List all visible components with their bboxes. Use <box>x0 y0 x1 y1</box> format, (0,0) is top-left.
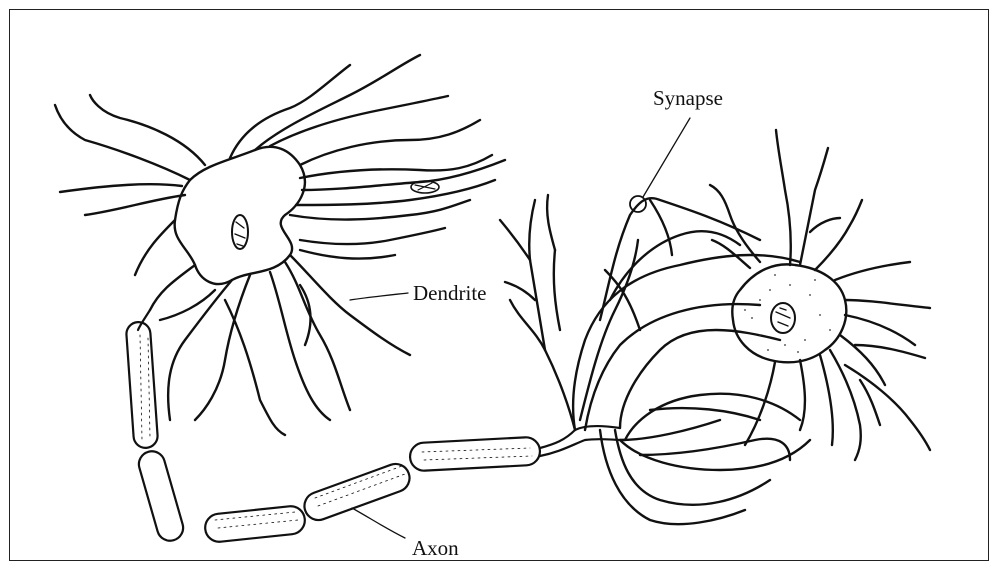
axon-terminals <box>500 195 810 524</box>
myelin-segment <box>301 460 414 524</box>
left-neuron <box>55 55 505 435</box>
axon <box>126 310 625 544</box>
dendrite-label: Dendrite <box>413 281 486 306</box>
right-nucleus <box>771 303 795 333</box>
left-nucleus <box>232 215 248 249</box>
synapse-leader <box>643 118 690 197</box>
dendrite-leader <box>350 293 408 300</box>
synapse-label: Synapse <box>653 86 723 111</box>
right-cell-body <box>732 264 846 362</box>
axon-leader <box>352 508 405 538</box>
right-neuron <box>710 130 930 460</box>
cell-stipple <box>744 274 831 353</box>
myelin-segment <box>136 448 186 544</box>
axon-label: Axon <box>412 536 459 561</box>
myelin-segment <box>126 321 159 448</box>
myelin-segment <box>409 437 540 472</box>
